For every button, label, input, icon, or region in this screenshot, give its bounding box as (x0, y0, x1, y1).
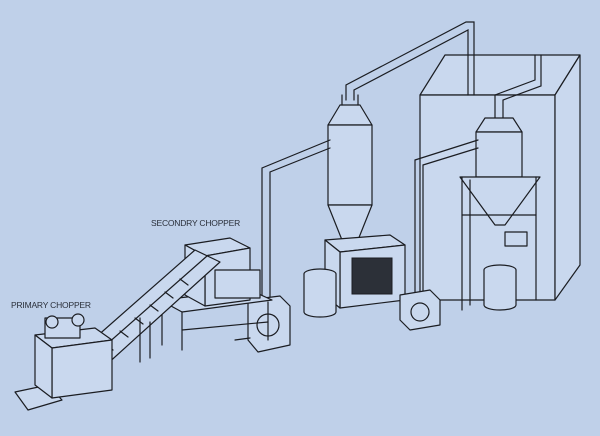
separator-table (324, 234, 406, 309)
collection-drum-1 (303, 268, 337, 318)
secondary-chopper-label: SECONDRY CHOPPER (151, 218, 241, 228)
overhead-duct (345, 21, 475, 101)
blower-2 (399, 289, 441, 331)
blower-1 (234, 295, 291, 353)
cyclone-separator-2 (459, 54, 542, 311)
cyclone-separator-1 (327, 94, 373, 246)
primary-chopper-label: PRIMARY CHOPPER (11, 300, 91, 310)
duct-to-cyclone-1 (261, 139, 331, 301)
collection-drum-2 (483, 264, 517, 311)
duct-to-cyclone-2 (414, 139, 479, 296)
primary-chopper (14, 313, 113, 411)
